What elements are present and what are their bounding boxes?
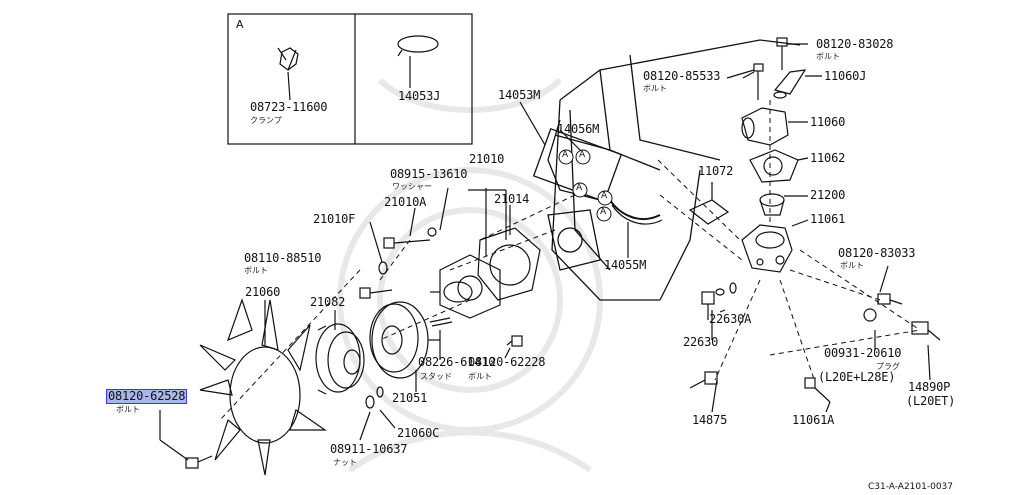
water-pump-21010 bbox=[430, 254, 501, 319]
note-08226-61410: スタッド bbox=[420, 372, 452, 381]
label-14875[interactable]: 14875 bbox=[692, 413, 728, 427]
callout-a-3: A bbox=[576, 183, 583, 193]
label-00931-20610[interactable]: 00931-20610 bbox=[824, 346, 902, 360]
note-08120-62528: ボルト bbox=[116, 405, 140, 414]
label-14055M[interactable]: 14055M bbox=[604, 258, 647, 272]
label-11060[interactable]: 11060 bbox=[810, 115, 846, 129]
label-l20et: (L20ET) bbox=[906, 394, 956, 408]
label-21010A[interactable]: 21010A bbox=[384, 195, 427, 209]
label-11062[interactable]: 11062 bbox=[810, 151, 846, 165]
plug-00931 bbox=[863, 308, 877, 322]
washer-22630A bbox=[729, 282, 737, 294]
inset-letter: A bbox=[236, 18, 244, 31]
label-14890P[interactable]: 14890P bbox=[908, 380, 951, 394]
callout-a-1: A bbox=[562, 150, 569, 160]
pulley-21051 bbox=[369, 301, 440, 379]
part-21010F bbox=[378, 261, 388, 275]
label-08723-11600[interactable]: 08723-11600 bbox=[250, 100, 328, 114]
bolt-08120-62228 bbox=[506, 335, 523, 347]
label-08120-62228[interactable]: 08120-62228 bbox=[468, 355, 546, 369]
label-21060C[interactable]: 21060C bbox=[397, 426, 440, 440]
note-clamp: クランプ bbox=[250, 116, 282, 125]
note-08120-83033: ボルト bbox=[840, 261, 864, 270]
label-08110-88510[interactable]: 08110-88510 bbox=[244, 251, 322, 265]
label-21010[interactable]: 21010 bbox=[469, 152, 505, 166]
bolt-08110-88510 bbox=[359, 287, 393, 299]
label-08120-62528[interactable]: 08120-62528 bbox=[105, 389, 188, 404]
label-14053M[interactable]: 14053M bbox=[498, 88, 541, 102]
label-08915-13610[interactable]: 08915-13610 bbox=[390, 167, 468, 181]
label-21051[interactable]: 21051 bbox=[392, 391, 428, 405]
diagram-code: C31-A-A2101-0037 bbox=[868, 482, 954, 492]
label-21060[interactable]: 21060 bbox=[245, 285, 281, 299]
note-08120-62228: ボルト bbox=[468, 372, 492, 381]
thermostat-21200 bbox=[759, 193, 808, 216]
label-l20e-l28e: (L20E+L28E) bbox=[818, 370, 896, 384]
label-11061[interactable]: 11061 bbox=[810, 212, 846, 226]
thermostat-housing bbox=[741, 107, 808, 146]
label-11060J[interactable]: 11060J bbox=[824, 69, 867, 83]
label-11072[interactable]: 11072 bbox=[698, 164, 734, 178]
bolt-08120-83028 bbox=[776, 37, 808, 70]
stud-08226 bbox=[429, 317, 453, 327]
callout-circles bbox=[558, 149, 613, 222]
callout-a-4: A bbox=[601, 191, 608, 201]
watermark-emblem bbox=[337, 77, 603, 473]
inset-box bbox=[227, 13, 473, 145]
bolt-08120-85533 bbox=[742, 63, 764, 100]
bolt-14875 bbox=[689, 371, 718, 389]
sensor-22630 bbox=[701, 288, 725, 320]
callout-a-2: A bbox=[579, 150, 586, 160]
bracket-11060J bbox=[773, 69, 822, 99]
sensor-14890P bbox=[911, 321, 941, 341]
label-21200[interactable]: 21200 bbox=[810, 188, 846, 202]
label-21014[interactable]: 21014 bbox=[494, 192, 530, 206]
label-08120-83033[interactable]: 08120-83033 bbox=[838, 246, 916, 260]
bolt-21010A bbox=[383, 237, 431, 249]
label-14056M[interactable]: 14056M bbox=[557, 122, 600, 136]
note-08915-13610: ワッシャー bbox=[392, 182, 432, 191]
label-08911-10637[interactable]: 08911-10637 bbox=[330, 442, 408, 456]
fan-coupling-21082 bbox=[315, 323, 365, 395]
note-08120-83028: ボルト bbox=[816, 52, 840, 61]
washer-21060C bbox=[365, 395, 375, 409]
label-22630A[interactable]: 22630A bbox=[709, 312, 752, 326]
nut-08911 bbox=[376, 386, 384, 398]
callout-a-5: A bbox=[600, 207, 607, 217]
bolt-11061A bbox=[804, 377, 831, 403]
fan-21060 bbox=[199, 298, 327, 476]
note-08120-85533: ボルト bbox=[643, 84, 667, 93]
bolt-08120-62528 bbox=[185, 455, 213, 469]
label-08120-83028[interactable]: 08120-83028 bbox=[816, 37, 894, 51]
note-00931-20610: プラグ bbox=[876, 362, 900, 371]
note-08110-88510: ボルト bbox=[244, 266, 268, 275]
gasket-11072 bbox=[688, 182, 730, 225]
label-11061A[interactable]: 11061A bbox=[792, 413, 835, 427]
note-08911-10637: ナット bbox=[333, 458, 357, 467]
water-outlet-11061 bbox=[741, 219, 809, 273]
clamp-drawing bbox=[277, 47, 299, 101]
bolt-08120-83033 bbox=[877, 293, 903, 305]
label-21010F[interactable]: 21010F bbox=[313, 212, 356, 226]
wire-clip-drawing bbox=[397, 35, 439, 88]
label-22630[interactable]: 22630 bbox=[683, 335, 719, 349]
washer-08915 bbox=[427, 227, 437, 237]
gasket-11062 bbox=[749, 149, 809, 183]
label-08226-61410[interactable]: 08226-61410 bbox=[418, 355, 496, 369]
label-08120-85533[interactable]: 08120-85533 bbox=[643, 69, 721, 83]
label-21082[interactable]: 21082 bbox=[310, 295, 346, 309]
label-14053J[interactable]: 14053J bbox=[398, 89, 441, 103]
